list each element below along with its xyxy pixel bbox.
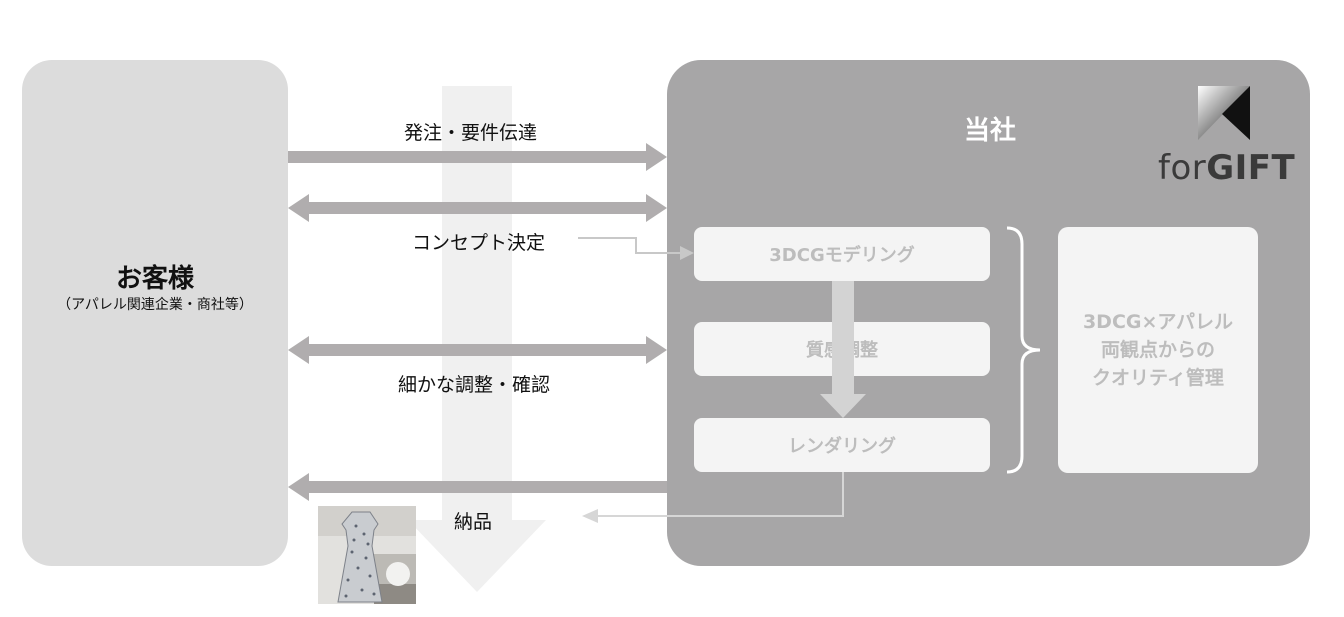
render-delivery-connector (582, 472, 844, 523)
quality-line-3: クオリティ管理 (1092, 367, 1224, 389)
msg-adjust: 細かな調整・確認 (398, 374, 551, 396)
logo-suffix: GIFT (1206, 148, 1296, 188)
company-title: 当社 (963, 116, 1016, 146)
quality-line-2: 両観点からの (1100, 339, 1215, 361)
step-rendering: レンダリング (694, 418, 990, 472)
logo-prefix: for (1158, 148, 1207, 188)
customer-subtitle: （アパレル関連企業・商社等） (57, 297, 253, 313)
msg-concept: コンセプト決定 (412, 232, 546, 254)
quality-box: 3DCG×アパレル 両観点からの クオリティ管理 (1058, 227, 1258, 473)
step-flow-arrow (820, 281, 866, 418)
forgift-logo-icon (1198, 86, 1250, 140)
customer-title: お客様 (115, 264, 194, 294)
order-arrow (288, 143, 667, 171)
dress-image (318, 506, 416, 604)
concept-connector (578, 237, 694, 260)
concept-arrow (288, 194, 667, 222)
customer-panel (22, 60, 288, 566)
step-modeling: 3DCGモデリング (694, 227, 990, 281)
delivery-arrow (288, 473, 667, 501)
logo-text: forGIFT (1158, 148, 1295, 188)
msg-delivery: 納品 (454, 511, 493, 533)
bracket (1006, 226, 1041, 474)
quality-line-1: 3DCG×アパレル (1082, 311, 1234, 333)
msg-order: 発注・要件伝達 (404, 122, 538, 144)
adjust-arrow (288, 336, 667, 364)
